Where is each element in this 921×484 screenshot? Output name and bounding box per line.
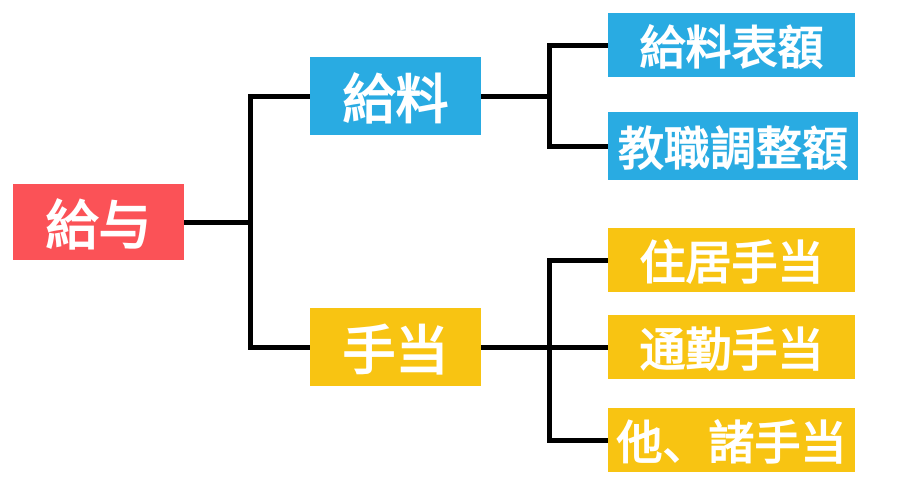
connector-to-base-salary xyxy=(248,94,310,99)
connector-to-allowances xyxy=(248,345,310,350)
connector-trunk-allowances-group xyxy=(547,258,552,443)
connector-to-salary-table-amount xyxy=(550,43,608,48)
connector-trunk-level1 xyxy=(248,94,253,350)
node-commuting-allowance: 通勤手当 xyxy=(608,315,855,379)
connector-root-to-trunk xyxy=(184,220,250,225)
connector-to-housing-allowance xyxy=(550,258,608,263)
node-housing-allowance: 住居手当 xyxy=(608,228,855,292)
connector-to-other-allowances xyxy=(550,438,608,443)
connector-trunk-base-salary-group xyxy=(547,43,552,149)
node-salary-table-amount: 給料表額 xyxy=(608,13,855,77)
connector-to-teaching-adjustment xyxy=(550,144,608,149)
connector-allowances-to-commuting xyxy=(481,345,608,350)
node-teaching-adjustment-amount: 教職調整額 xyxy=(608,112,858,180)
node-compensation: 給与 xyxy=(13,184,184,260)
node-base-salary: 給料 xyxy=(310,57,481,135)
node-allowances: 手当 xyxy=(310,308,481,386)
node-other-allowances: 他、諸手当 xyxy=(608,408,855,472)
connector-base-salary-to-trunk xyxy=(481,94,551,99)
